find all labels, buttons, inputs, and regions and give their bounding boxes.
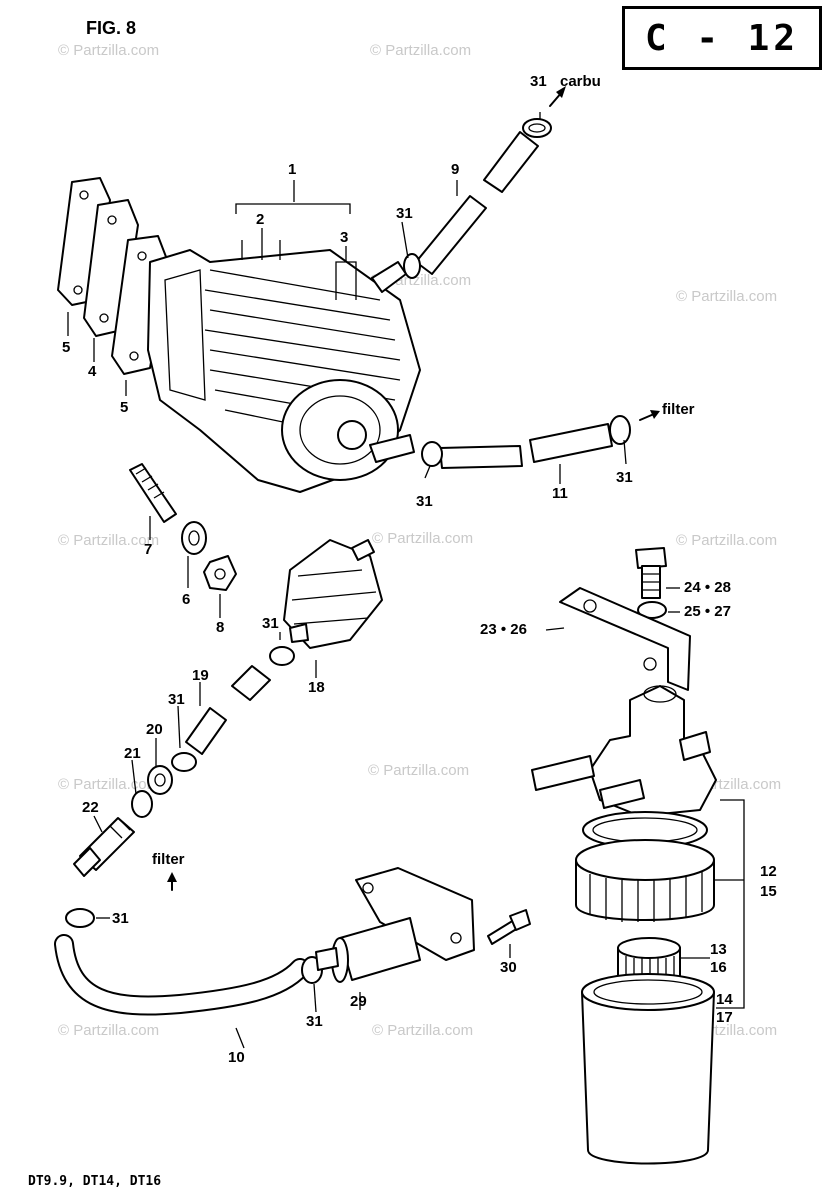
callout-17: 17: [716, 1009, 733, 1026]
callout-24-28: 24 • 28: [684, 579, 731, 596]
callout-31-filter: 31: [616, 469, 633, 486]
arrow-to-filter-top: [639, 410, 660, 421]
hose-9: [415, 131, 539, 275]
callout-8: 8: [216, 619, 225, 636]
washer-20: [147, 765, 173, 795]
watermark: © Partzilla.com: [368, 762, 470, 779]
callout-15: 15: [760, 883, 777, 900]
destination-carbu: carbu: [560, 73, 601, 90]
callout-20: 20: [146, 721, 163, 738]
stud-7: [129, 463, 177, 523]
hose-10: [54, 934, 310, 1016]
washer-21: [131, 790, 153, 818]
washer-6: [181, 521, 207, 555]
callout-11: 11: [552, 485, 568, 502]
callout-10: 10: [228, 1049, 245, 1066]
watermark: © Partzilla.com: [58, 532, 160, 549]
callout-29: 29: [350, 993, 367, 1010]
callout-14: 14: [716, 991, 733, 1008]
callout-31-carbu: 31: [530, 73, 547, 90]
watermark: © Partzilla.com: [58, 1022, 160, 1039]
bracket-23: [559, 587, 691, 691]
filter-cup-14: [581, 973, 715, 1165]
clip-31-carbu: [522, 118, 552, 138]
callout-1: 1: [288, 161, 297, 178]
callout-21: 21: [124, 745, 141, 762]
callout-16: 16: [710, 959, 727, 976]
fuel-pump-assembly: [147, 249, 421, 493]
callout-13: 13: [710, 941, 727, 958]
retaining-ring-15: [575, 839, 715, 922]
callout-31-hose10: 31: [306, 1013, 323, 1030]
watermark: © Partzilla.com: [676, 288, 778, 305]
callout-7: 7: [144, 541, 153, 558]
callout-3: 3: [340, 229, 349, 246]
arrow-to-filter-left: [167, 872, 177, 891]
arrow-to-carbu: [549, 86, 566, 107]
drain-bolt-24: [635, 547, 667, 599]
callout-30: 30: [500, 959, 517, 976]
clip-31-hose19: [171, 752, 197, 772]
callout-2: 2: [256, 211, 265, 228]
clip-31-hose9: [403, 253, 421, 279]
leader-lines: [67, 112, 745, 1049]
callout-25-27: 25 • 27: [684, 603, 731, 620]
callout-5b: 5: [120, 399, 129, 416]
destination-filter-top: filter: [662, 401, 695, 418]
bolt-30: [487, 909, 531, 945]
watermark: © Partzilla.com: [676, 532, 778, 549]
callout-19: 19: [192, 667, 209, 684]
watermark: © Partzilla.com: [58, 42, 160, 59]
watermark: © Partzilla.com: [372, 1022, 474, 1039]
figure-label: FIG. 8: [86, 18, 137, 38]
fuel-filter-18: [283, 539, 383, 649]
hose-19: [185, 665, 271, 755]
model-list: DT9.9, DT14, DT16: [28, 1174, 162, 1189]
fitting-22: [73, 817, 135, 877]
callout-31-left: 31: [112, 910, 129, 927]
clip-31-filter: [609, 415, 631, 445]
callout-31-pump-inlet: 31: [416, 493, 433, 510]
filter-head: [531, 685, 717, 817]
callout-12: 12: [760, 863, 777, 880]
clip-31-pump-inlet: [421, 441, 443, 467]
callout-9: 9: [451, 161, 460, 178]
callout-23-26: 23 • 26: [480, 621, 527, 638]
washer-25: [637, 601, 667, 619]
callout-6: 6: [182, 591, 191, 608]
watermark: © Partzilla.com: [370, 42, 472, 59]
callout-4: 4: [88, 363, 97, 380]
nut-8: [203, 555, 237, 591]
primer-bulb-29: [315, 867, 475, 983]
watermark: © Partzilla.com: [372, 530, 474, 547]
clip-31-filter18: [269, 646, 295, 666]
callout-18: 18: [308, 679, 325, 696]
callout-31-hose9: 31: [396, 205, 413, 222]
destination-filter-left: filter: [152, 851, 185, 868]
hose-11: [439, 423, 613, 469]
clip-31-left: [65, 908, 95, 928]
callout-31-hose19: 31: [168, 691, 185, 708]
callout-31-filter18: 31: [262, 615, 279, 632]
callout-5a: 5: [62, 339, 71, 356]
diagram-code: C - 12: [644, 17, 800, 59]
diagram-code-box: C - 12: [622, 6, 822, 70]
callout-22: 22: [82, 799, 99, 816]
